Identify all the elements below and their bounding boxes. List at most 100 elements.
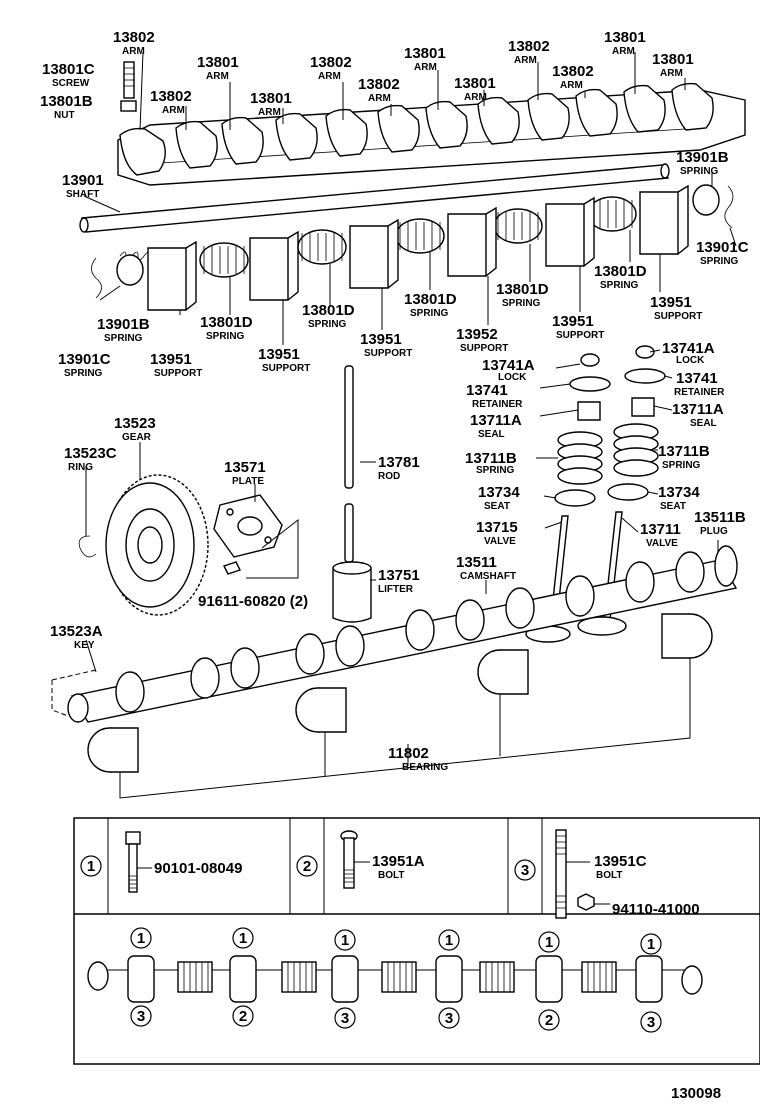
bottom-mark-top: 1 (239, 930, 247, 947)
callout-name: CAMSHAFT (460, 571, 516, 582)
callout-num: 13801B (40, 93, 93, 110)
callout-num: 13801 (197, 54, 239, 71)
callout-name: SPRING (680, 166, 719, 177)
callout-num: 13571 (224, 459, 266, 476)
callout-num: 13951 (650, 294, 692, 311)
callout-num: 13802 (358, 76, 400, 93)
bottom-mark-bottom: 3 (341, 1010, 349, 1027)
callout-name: SEAT (660, 501, 686, 512)
legend-mark: 2 (303, 858, 311, 875)
callout-name: SUPPORT (654, 311, 702, 322)
callout-num: 13741 (466, 382, 508, 399)
callout-name: SEAL (478, 429, 505, 440)
callout-num: 13801D (594, 263, 647, 280)
callout-name: ARM (660, 68, 683, 79)
callout-num: 13801 (404, 45, 446, 62)
callouts: 13802 ARM 13801C SCREW 13801B NUT 13801 … (40, 29, 749, 773)
callout-name: ARM (612, 46, 635, 57)
callout-num: 13801 (604, 29, 646, 46)
callout-num: 11802 (388, 745, 429, 762)
bottom-mark-top: 1 (137, 930, 145, 947)
callout-name: SUPPORT (364, 348, 412, 359)
bottom-mark-top: 1 (445, 932, 453, 949)
callout-name: BEARING (402, 762, 448, 773)
legend-num: 13951A (372, 853, 425, 870)
callout-num: 13901C (58, 351, 111, 368)
callout-num: 13741 (676, 370, 718, 387)
callout-num: 13802 (310, 54, 352, 71)
callout-num: 13802 (150, 88, 192, 105)
callout-num: 13511B (694, 509, 746, 526)
callout-num: 13951 (258, 346, 300, 363)
valve-assembly (525, 345, 666, 643)
callout-name: SPRING (104, 333, 143, 344)
callout-num: 13734 (478, 484, 520, 501)
callout-name: ARM (258, 107, 281, 118)
bolt-legend: 1 90101-08049 2 13951A BOLT 3 13951C BOL… (73, 817, 760, 1065)
callout-name: RETAINER (674, 387, 725, 398)
callout-name: GEAR (122, 432, 152, 443)
timing-gear (78, 474, 209, 616)
callout-num: 13711B (658, 443, 710, 460)
callout-num: 13801D (302, 302, 355, 319)
callout-num: 13952 (456, 326, 498, 343)
callout-name: RING (68, 462, 93, 473)
callout-name: KEY (74, 640, 95, 651)
legend-name: BOLT (596, 870, 622, 881)
callout-num: 13901 (62, 172, 104, 189)
callout-num: 91611-60820 (2) (198, 593, 308, 610)
callout-name: ARM (514, 55, 537, 66)
callout-num: 13801 (250, 90, 292, 107)
callout-name: PLUG (700, 526, 728, 537)
callout-num: 13901B (676, 149, 729, 166)
callout-name: SPRING (410, 308, 449, 319)
callout-num: 13901B (97, 316, 150, 333)
callout-num: 13801D (496, 281, 549, 298)
callout-name: SCREW (52, 78, 90, 89)
legend-mark: 3 (521, 862, 529, 879)
bottom-mark-bottom: 2 (239, 1008, 247, 1025)
callout-num: 13801 (454, 75, 496, 92)
callout-name: SPRING (600, 280, 639, 291)
bottom-mark-bottom: 2 (545, 1012, 553, 1029)
shaft-supports-and-springs (91, 184, 734, 311)
callout-num: 13711B (465, 450, 517, 467)
bottom-mark-bottom: 3 (647, 1014, 655, 1031)
callout-num: 13781 (378, 454, 420, 471)
callout-num: 13802 (508, 38, 550, 55)
bottom-mark-top: 1 (647, 936, 655, 953)
callout-name: SUPPORT (460, 343, 508, 354)
callout-num: 13711A (470, 412, 522, 429)
callout-name: RETAINER (472, 399, 523, 410)
callout-name: ARM (206, 71, 229, 82)
callout-name: SPRING (206, 331, 245, 342)
bottom-mark-top: 1 (341, 932, 349, 949)
camshaft-bearings (87, 613, 713, 799)
callout-name: ARM (560, 80, 583, 91)
callout-name: SEAT (484, 501, 510, 512)
pushrod-and-lifter (332, 365, 372, 623)
callout-name: ROD (378, 471, 400, 482)
callout-num: 13801D (404, 291, 457, 308)
callout-num: 13711A (672, 401, 724, 418)
callout-name: PLATE (232, 476, 264, 487)
callout-num: 13801C (42, 61, 95, 78)
callout-name: ARM (122, 46, 145, 57)
legend-extra-num: 94110-41000 (612, 901, 700, 918)
callout-num: 13901C (696, 239, 749, 256)
thrust-plate (213, 494, 299, 579)
callout-num: 13715 (476, 519, 518, 536)
callout-name: ARM (464, 92, 487, 103)
callout-name: LOCK (498, 372, 527, 383)
callout-name: SUPPORT (556, 330, 604, 341)
callout-num: 13523A (50, 623, 103, 640)
callout-num: 13802 (552, 63, 594, 80)
callout-name: SPRING (476, 465, 515, 476)
legend-num: 90101-08049 (154, 860, 242, 877)
callout-num: 13802 (113, 29, 155, 46)
callout-num: 13951 (360, 331, 402, 348)
callout-name: ARM (318, 71, 341, 82)
callout-num: 13711 (640, 521, 681, 538)
callout-name: ARM (414, 62, 437, 73)
